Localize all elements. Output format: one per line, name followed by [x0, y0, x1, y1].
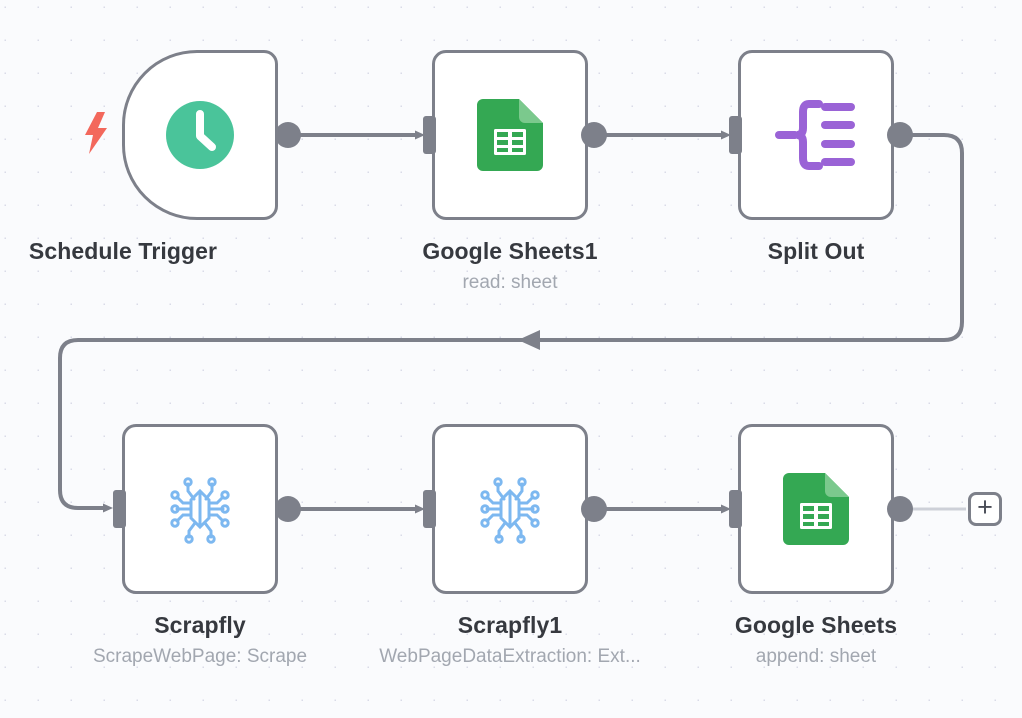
node-label-scrapfly-1: Scrapfly1: [457, 612, 563, 638]
trigger-bolt-icon: [85, 112, 107, 154]
node-schedule-trigger[interactable]: [122, 50, 278, 220]
node-label-scrapfly: Scrapfly: [154, 612, 246, 638]
scrapfly-bug-icon: [164, 473, 236, 545]
node-scrapfly[interactable]: [122, 424, 278, 594]
node-label-google-sheets-1: Google Sheets1: [422, 238, 598, 264]
wire-splitout-to-scrapfly: [58, 133, 964, 513]
split-out-icon: [775, 100, 857, 170]
port-output-split-out[interactable]: [887, 122, 913, 148]
node-google-sheets[interactable]: [738, 424, 894, 594]
port-output-google-sheets[interactable]: [887, 496, 913, 522]
node-subtitle-scrapfly-1: WebPageDataExtraction: Ext...: [379, 646, 641, 667]
wire-direction-arrow: [518, 330, 540, 350]
google-sheets-icon: [783, 473, 849, 545]
port-output-google-sheets-1[interactable]: [581, 122, 607, 148]
add-node-button[interactable]: +: [968, 492, 1002, 526]
port-input-scrapfly[interactable]: [113, 490, 126, 528]
port-output-scrapfly-1[interactable]: [581, 496, 607, 522]
plus-icon: +: [977, 492, 993, 522]
node-split-out[interactable]: [738, 50, 894, 220]
node-scrapfly-1[interactable]: [432, 424, 588, 594]
node-label-split-out: Split Out: [767, 238, 865, 264]
port-input-split-out[interactable]: [729, 116, 742, 154]
port-output-schedule-trigger[interactable]: [275, 122, 301, 148]
node-google-sheets-1[interactable]: [432, 50, 588, 220]
node-subtitle-google-sheets: append: sheet: [755, 646, 877, 667]
port-input-google-sheets[interactable]: [729, 490, 742, 528]
node-subtitle-scrapfly: ScrapeWebPage: Scrape: [92, 646, 308, 667]
google-sheets-icon: [477, 99, 543, 171]
port-output-scrapfly[interactable]: [275, 496, 301, 522]
node-label-schedule-trigger: Schedule Trigger: [28, 238, 218, 264]
scrapfly-bug-icon: [474, 473, 546, 545]
port-input-google-sheets-1[interactable]: [423, 116, 436, 154]
clock-icon: [162, 97, 238, 173]
node-subtitle-google-sheets-1: read: sheet: [462, 272, 558, 293]
port-input-scrapfly-1[interactable]: [423, 490, 436, 528]
node-label-google-sheets: Google Sheets: [734, 612, 898, 638]
